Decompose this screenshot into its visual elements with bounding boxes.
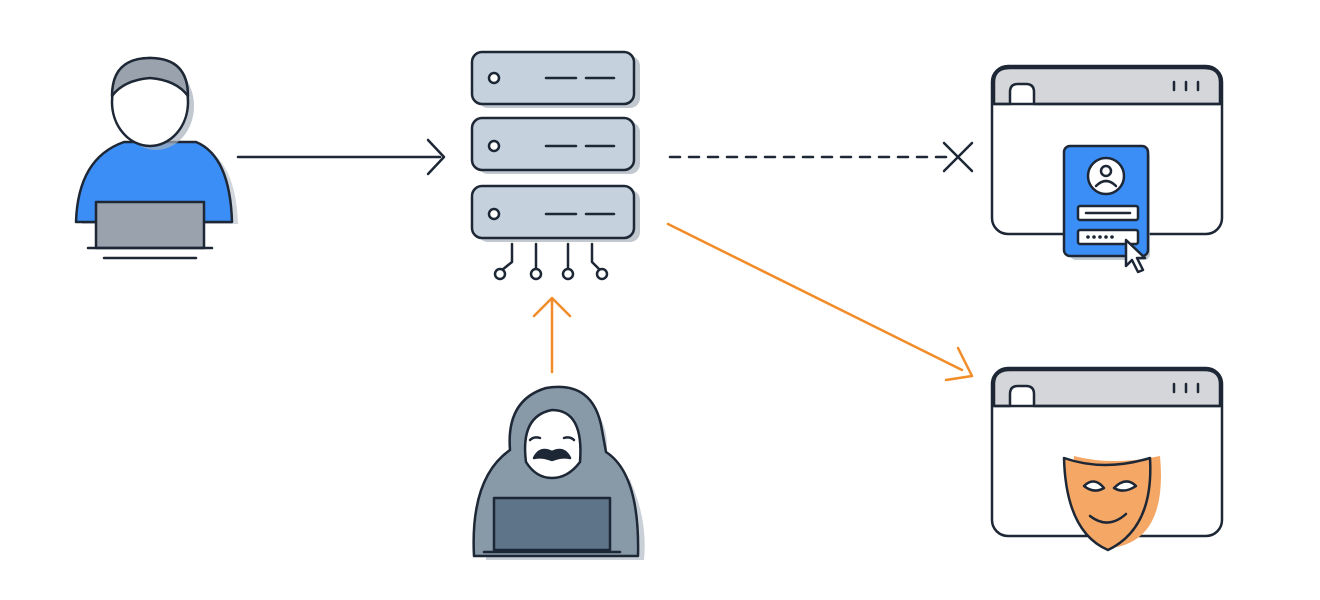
server-network-pins: [493, 242, 609, 281]
cursor-icon: [1124, 238, 1147, 274]
browser-window-login-icon: [990, 64, 1224, 274]
user-with-laptop-icon: [74, 56, 238, 260]
connection-user-to-server: [236, 138, 446, 176]
theater-mask-icon: [1062, 456, 1152, 552]
server-unit-3: [470, 184, 640, 242]
server-unit-2: [470, 116, 640, 174]
browser-window-mask-icon: [990, 366, 1224, 552]
hooded-hacker-with-laptop-icon: [472, 385, 645, 560]
blocked-x-icon: [942, 141, 974, 173]
login-card: [1062, 144, 1150, 260]
connection-attacker-to-server: [532, 296, 572, 374]
connection-server-to-fake-site: [666, 222, 974, 382]
server-stack-icon: [470, 50, 640, 281]
connection-server-to-login-blocked: [668, 141, 974, 173]
server-unit-1: [470, 50, 640, 108]
